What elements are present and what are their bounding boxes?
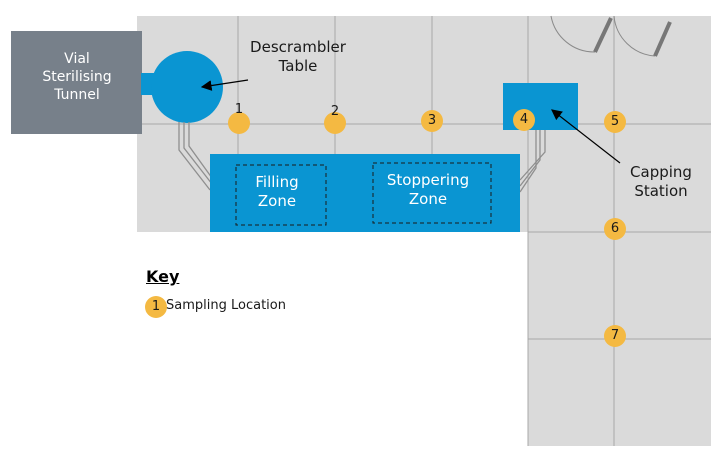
sampling-point-7: 7: [604, 325, 626, 347]
sampling-point-6: 6: [604, 218, 626, 240]
descrambler-table: [151, 51, 223, 123]
conveyor-right: [519, 130, 546, 193]
sampling-point-3: 3: [421, 110, 443, 132]
filling-zone-outline: [235, 164, 327, 226]
sampling-point-1: [228, 112, 250, 134]
sampling-point-5: 5: [604, 111, 626, 133]
stoppering-zone-outline: [372, 162, 492, 224]
key-description: Sampling Location: [166, 298, 286, 313]
sampling-point-4: 4: [513, 109, 535, 131]
filling-zone-label: Filling Zone: [255, 173, 299, 210]
door-icon: [550, 15, 672, 57]
sampling-point-1-number: 1: [234, 102, 244, 117]
descrambler-label: Descrambler Table: [250, 38, 346, 75]
sampling-point-2: 2: [324, 105, 346, 134]
conveyor-left: [178, 122, 213, 191]
sterilising-tunnel: [11, 31, 142, 134]
descrambler-arrow: [200, 79, 249, 91]
key-title: Key: [146, 267, 180, 286]
filling-line: [210, 154, 520, 232]
stoppering-zone-label: Stoppering Zone: [386, 171, 470, 208]
key-symbol: 1: [145, 296, 167, 318]
capping-station-label: Capping Station: [630, 163, 692, 200]
capping-arrow: [551, 109, 621, 164]
tunnel-label: Vial Sterilising Tunnel: [42, 51, 112, 103]
